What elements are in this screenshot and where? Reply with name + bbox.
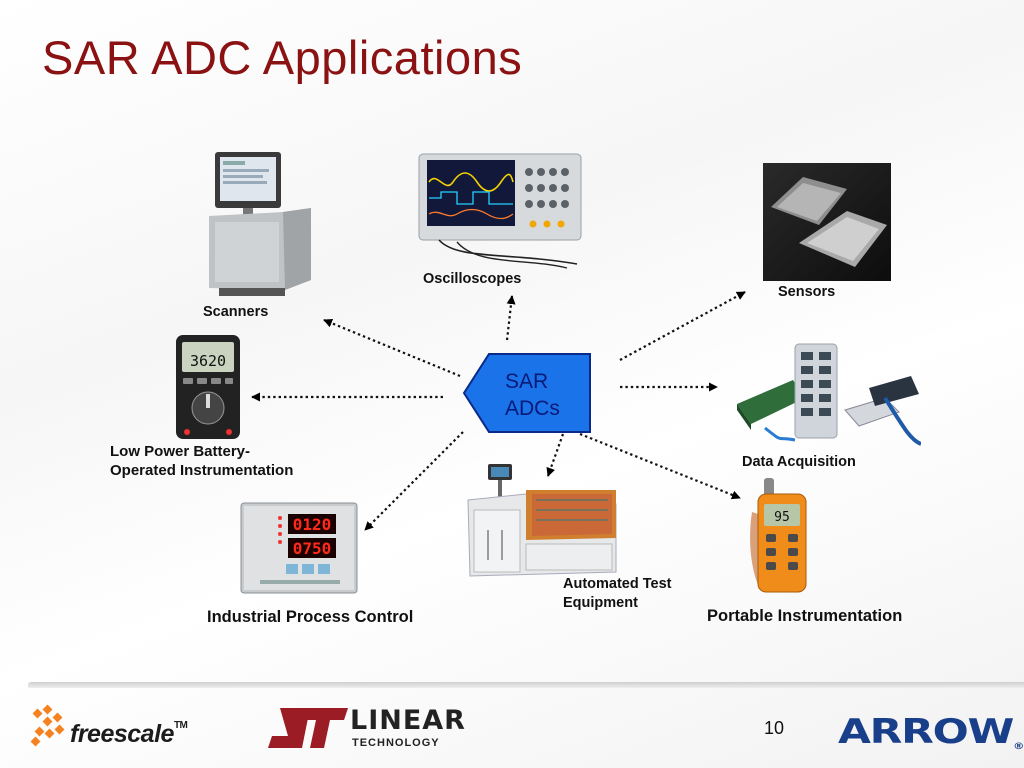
arrow-to-sensors xyxy=(619,291,746,361)
freescale-wordmark: freescaleTM xyxy=(70,720,188,749)
low-power-line-2: Operated Instrumentation xyxy=(110,462,294,479)
ate-line-2: Equipment xyxy=(563,595,638,611)
linear-subtext: TECHNOLOGY xyxy=(352,737,440,749)
controller-reading-bottom: 0750 xyxy=(293,539,332,558)
arrow-to-industrial xyxy=(364,431,464,531)
portable-label: Portable Instrumentation xyxy=(707,607,903,625)
scanners-label: Scanners xyxy=(203,304,269,320)
oscilloscopes-label: Oscilloscopes xyxy=(423,271,522,287)
low-power-line-1: Low Power Battery- xyxy=(110,443,251,460)
sensors-label: Sensors xyxy=(778,284,836,300)
ate-image xyxy=(466,460,622,580)
arrow-to-portable xyxy=(579,432,741,500)
portable-instrument-image: 95 xyxy=(746,478,812,596)
process-controller-image: 0120 0750 xyxy=(240,502,358,594)
hub-line-2: ADCs xyxy=(505,397,560,420)
sar-adc-hub-shape xyxy=(462,353,591,433)
industrial-label: Industrial Process Control xyxy=(207,608,414,626)
freescale-text: freescale xyxy=(70,720,174,748)
controller-reading-top: 0120 xyxy=(293,515,332,534)
footer-divider xyxy=(28,682,1024,688)
handheld-reading: 95 xyxy=(774,510,790,525)
data-acquisition-label: Data Acquisition xyxy=(742,454,856,470)
multimeter-image: 3620 xyxy=(175,334,241,440)
slide-title: SAR ADC Applications xyxy=(42,31,523,84)
sensors-image xyxy=(763,163,891,281)
arrow-to-oscilloscopes xyxy=(505,295,516,341)
multimeter-reading: 3620 xyxy=(190,352,226,370)
arrow-registered: ® xyxy=(1013,742,1024,752)
ate-line-1: Automated Test xyxy=(563,576,672,592)
oscilloscope-image xyxy=(417,152,583,270)
data-acquisition-image xyxy=(735,340,921,448)
freescale-tm: TM xyxy=(173,720,188,731)
arrow-to-scanners xyxy=(323,318,461,378)
ate-label: Automated Test Equipment xyxy=(563,575,672,613)
scanner-image xyxy=(205,150,315,298)
low-power-label: Low Power Battery- Operated Instrumentat… xyxy=(110,442,293,480)
linear-technology-logo xyxy=(266,706,350,750)
freescale-logo xyxy=(30,704,74,748)
sar-adc-hub-label: SAR ADCs xyxy=(505,368,560,422)
arrow-to-ate xyxy=(546,433,565,477)
linear-wordmark: LINEAR xyxy=(350,705,466,736)
hub-line-1: SAR xyxy=(505,370,549,393)
arrow-logo: ARROW® xyxy=(838,712,1024,752)
arrow-text: ARROW xyxy=(838,712,1014,752)
page-number: 10 xyxy=(764,718,785,738)
